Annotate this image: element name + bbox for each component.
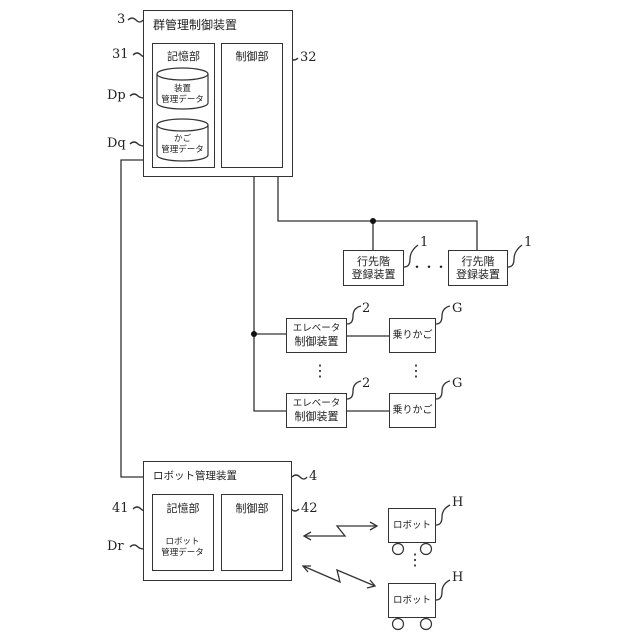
wheel-icon xyxy=(421,544,432,555)
wheel-icon xyxy=(421,619,432,630)
wheel-icon xyxy=(393,619,404,630)
wheel-icon xyxy=(393,544,404,555)
